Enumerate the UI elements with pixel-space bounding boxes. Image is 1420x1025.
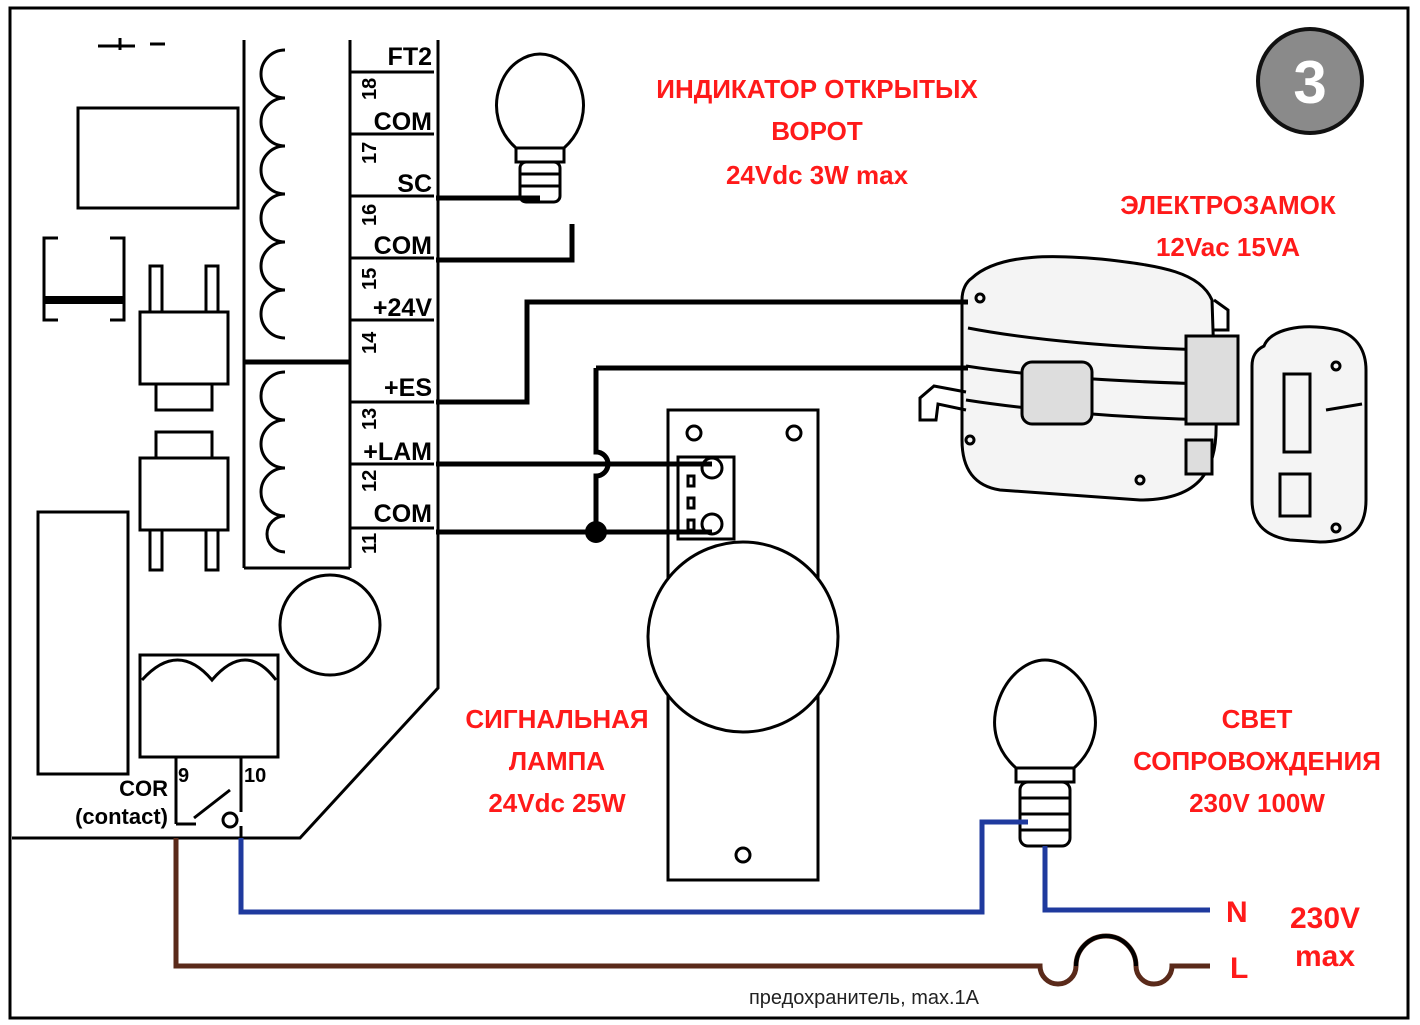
fuse-label: предохранитель, max.1A [749, 987, 980, 1009]
terminal-label-ft2: FT2 [388, 43, 432, 71]
neutral-label: N [1226, 896, 1248, 929]
terminal-number-14: 14 [359, 331, 381, 354]
cor-contact-label: (contact) [75, 804, 168, 829]
signal-lamp-label-2: ЛАМПА [509, 746, 605, 776]
board-components [36, 38, 382, 776]
cor-pin-9: 9 [178, 765, 189, 787]
terminal-number-18: 18 [359, 78, 381, 100]
terminal-dividers [350, 70, 434, 530]
gate-indicator-label-1: ИНДИКАТОР ОТКРЫТЫХ [656, 74, 978, 104]
black-wiring [436, 195, 968, 543]
terminal-block [242, 40, 352, 570]
control-board-outline [12, 40, 440, 840]
indicator-bulb-icon [495, 52, 585, 204]
step-badge [1256, 27, 1364, 135]
neutral-wire [238, 819, 1210, 915]
mains-max-label: max [1295, 940, 1355, 973]
courtesy-light-bulb-icon [993, 658, 1097, 848]
signal-lamp-label-1: СИГНАЛЬНАЯ [465, 704, 648, 734]
electric-lock-label-2: 12Vac 15VA [1156, 232, 1300, 262]
terminal-label-13: +LAM [363, 438, 432, 466]
gate-indicator-label-3: 24Vdc 3W max [726, 160, 909, 190]
terminal-label-14: +ES [384, 374, 432, 402]
fuse-icon [1074, 934, 1138, 967]
electric-lock-icon [918, 255, 1368, 544]
live-label: L [1230, 952, 1248, 985]
terminal-number-11: 11 [359, 533, 381, 554]
terminal-number-15: 15 [359, 268, 381, 290]
courtesy-light-label-1: СВЕТ [1222, 704, 1293, 734]
terminal-label-17: SC [397, 170, 432, 198]
signal-lamp-icon [646, 408, 840, 882]
terminal-label-12: COM [374, 500, 432, 528]
step-badge-number: 3 [1293, 49, 1326, 116]
terminal-number-13: 13 [359, 408, 381, 430]
terminal-number-17: 17 [359, 142, 381, 164]
gate-indicator-label-2: ВОРОТ [771, 116, 863, 146]
signal-lamp-label-3: 24Vdc 25W [488, 788, 626, 818]
courtesy-light-label-3: 230V 100W [1189, 788, 1325, 818]
terminal-label-16: COM [374, 232, 432, 260]
diagram-frame [8, 6, 1410, 1020]
terminal-number-16: 16 [359, 204, 381, 226]
cor-pin-10: 10 [244, 765, 266, 787]
terminal-number-12: 12 [359, 470, 381, 492]
mains-voltage-label: 230V [1290, 902, 1360, 935]
terminal-label-18: COM [374, 108, 432, 136]
terminal-label-15: +24V [373, 294, 432, 322]
cor-label: COR [119, 776, 168, 801]
electric-lock-label-1: ЭЛЕКТРОЗАМОК [1120, 190, 1336, 220]
courtesy-light-label-2: СОПРОВОЖДЕНИЯ [1133, 746, 1381, 776]
